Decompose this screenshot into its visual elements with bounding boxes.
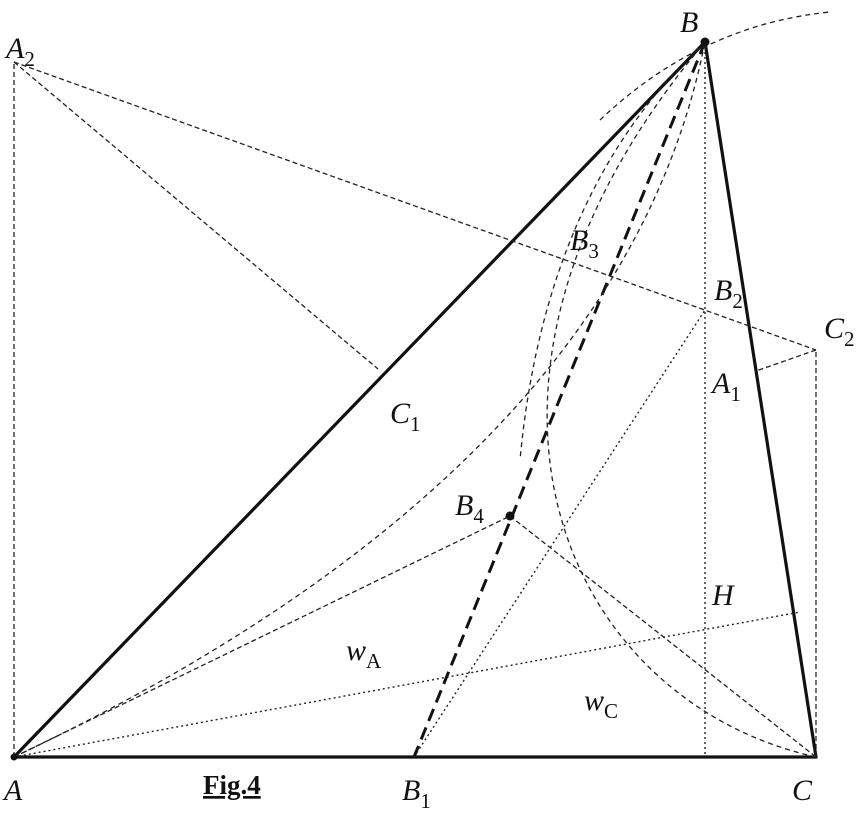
segment-a-b4	[13, 515, 511, 758]
arc-w-a	[13, 41, 706, 758]
arc-b-upper	[519, 41, 706, 461]
label-w-a: wA	[346, 634, 382, 673]
side-ab	[12, 40, 707, 759]
label-c2: C2	[824, 312, 855, 351]
point-b	[700, 37, 710, 47]
label-b: B	[680, 6, 698, 39]
figure-caption: Fig.4	[203, 770, 261, 800]
segment-b4-c	[509, 515, 817, 758]
label-h: H	[711, 579, 736, 612]
side-bc	[703, 40, 818, 759]
segment-a2-c2	[13, 61, 817, 351]
label-a1: A1	[710, 367, 741, 406]
segment-a-h	[13, 611, 801, 758]
arc-circle-a	[599, 11, 831, 121]
label-a: A	[2, 774, 23, 807]
point-b4	[505, 511, 515, 521]
arc-w-c	[546, 41, 817, 758]
label-a2: A2	[4, 32, 35, 71]
label-w-c: wC	[584, 684, 618, 723]
segment-c2-a1	[755, 349, 817, 372]
point-a	[10, 753, 18, 761]
label-c1: C1	[390, 397, 421, 436]
segment-b-b1	[412, 41, 707, 758]
segment-a2-c1	[13, 61, 379, 370]
label-b4: B4	[455, 489, 484, 528]
segment-b1-b2	[413, 309, 706, 758]
label-b1: B1	[402, 774, 431, 813]
label-b3: B3	[570, 224, 599, 263]
label-b2: B2	[714, 274, 743, 313]
label-c: C	[792, 774, 813, 807]
